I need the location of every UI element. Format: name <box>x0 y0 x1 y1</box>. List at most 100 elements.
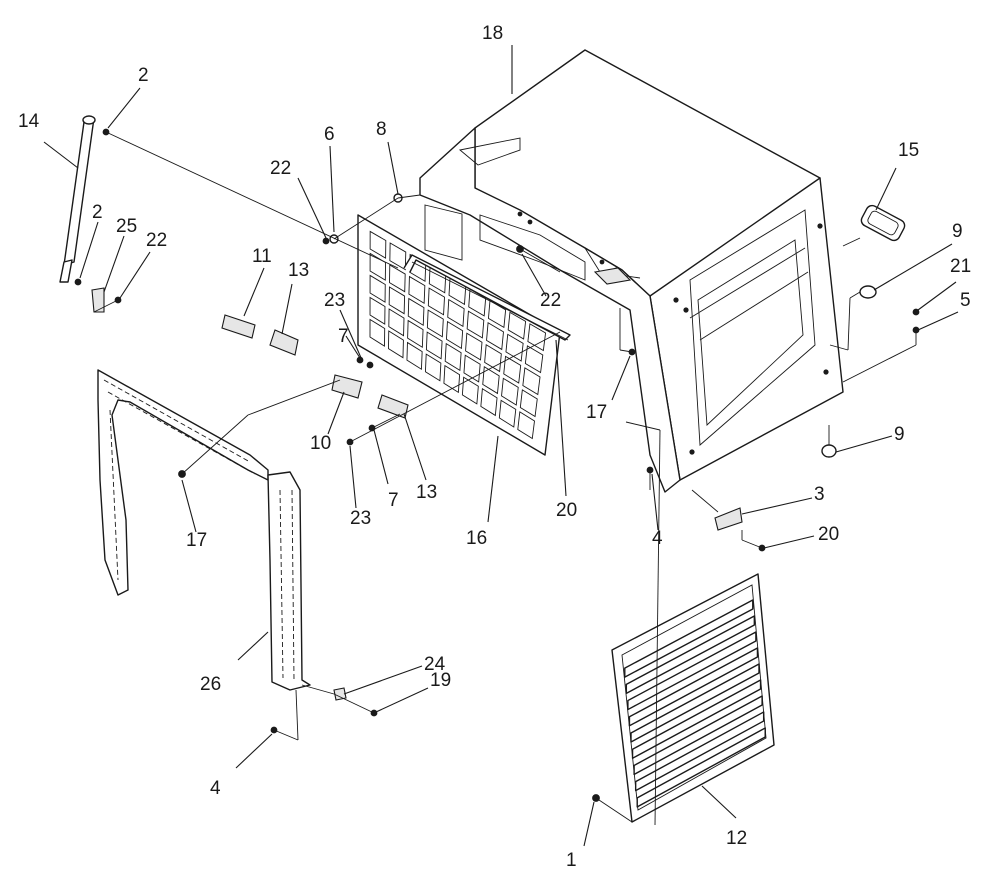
callout-6: 6 <box>324 124 335 145</box>
callout-15: 15 <box>898 140 919 161</box>
grille-cell <box>465 332 483 361</box>
grille-cell <box>369 318 386 347</box>
grille-cell <box>480 388 498 417</box>
callout-10: 10 <box>310 433 331 454</box>
hardware-parts <box>74 128 920 802</box>
grille-cell <box>407 297 425 326</box>
callout-7-upper: 7 <box>338 326 349 347</box>
louver-slat <box>631 679 762 759</box>
grille-cell <box>519 389 538 418</box>
part-15-gasket <box>860 204 906 242</box>
grille-cell <box>425 331 443 360</box>
callout-26: 26 <box>200 674 221 695</box>
grille-cell <box>498 399 517 428</box>
callout-7-lower: 7 <box>388 490 399 511</box>
callout-25: 25 <box>116 216 137 237</box>
callout-13-lower: 13 <box>416 482 437 503</box>
callout-14: 14 <box>18 111 40 132</box>
louver-slat <box>628 647 759 727</box>
grille-cell <box>426 309 444 338</box>
callout-20-right: 20 <box>818 524 839 545</box>
callout-23-upper: 23 <box>324 290 345 311</box>
grille-cell <box>369 274 386 303</box>
grille-cell <box>388 330 404 359</box>
part-26-side-frame <box>97 369 311 691</box>
callout-22-right: 22 <box>540 290 561 311</box>
callout-9-lower: 9 <box>894 424 905 445</box>
grille-cell <box>369 296 386 325</box>
grille-cell <box>484 344 502 373</box>
callout-13-upper: 13 <box>288 260 309 281</box>
grille-cell <box>524 345 544 374</box>
grille-cell <box>406 341 423 371</box>
callout-4-right: 4 <box>652 528 663 549</box>
grille-cell <box>463 354 481 383</box>
grille-cell <box>443 364 461 394</box>
callout-20-left: 19 <box>430 670 451 691</box>
grille-cell <box>369 230 387 259</box>
part-13-hinge-upper <box>269 329 299 356</box>
grille-cell <box>503 355 522 384</box>
part-9-bumper-lower <box>821 444 837 458</box>
part-3-latch <box>714 507 743 531</box>
grille-cell <box>505 333 524 362</box>
louver-slat <box>627 631 757 711</box>
grille-cell <box>527 323 547 352</box>
louver-slat <box>636 727 766 808</box>
callout-11: 11 <box>252 246 272 267</box>
part-13-hinge-lower <box>377 394 409 419</box>
grille-cell <box>444 342 462 372</box>
callout-22-left: 22 <box>270 158 291 179</box>
grille-cell <box>389 242 407 271</box>
part-18-enclosure <box>419 49 844 493</box>
grille-cell <box>522 367 541 396</box>
part-10-hinge <box>331 374 363 399</box>
callout-2-mid: 2 <box>92 202 103 223</box>
callout-leaders <box>43 45 959 847</box>
part-11-hinge <box>221 314 256 339</box>
part-12-louvered-panel <box>611 573 775 823</box>
grille-cell <box>408 275 426 304</box>
callout-18: 18 <box>482 23 503 44</box>
grille-cell <box>486 322 504 351</box>
grille-cell <box>447 298 465 328</box>
callout-17-left: 17 <box>186 530 207 551</box>
louver-slat <box>633 695 763 776</box>
part-19-rod <box>403 254 571 341</box>
callout-21: 21 <box>950 256 971 277</box>
callout-17-right: 17 <box>586 402 607 423</box>
part-25-bracket <box>91 287 105 313</box>
callout-23-lower: 23 <box>350 508 371 529</box>
callout-5: 5 <box>960 290 971 311</box>
callout-12: 12 <box>726 828 747 849</box>
callout-24: 24 <box>424 654 446 675</box>
grille-cell <box>487 300 507 329</box>
callout-labels: 18 2 14 6 8 15 22 2 25 22 9 11 13 21 23 … <box>18 23 971 871</box>
grille-cell <box>389 264 406 293</box>
part-9-bumper-upper <box>859 285 877 299</box>
callout-22-strut: 22 <box>146 230 167 251</box>
grille-cell <box>424 353 442 382</box>
callout-8: 8 <box>376 119 387 140</box>
grille-cell <box>466 310 485 339</box>
grille-cell <box>388 308 405 337</box>
grille-cell <box>445 320 464 350</box>
callout-19: 20 <box>556 500 577 521</box>
assembly-lines <box>93 131 917 826</box>
grille-cell <box>517 411 535 440</box>
part-14-gas-strut <box>59 115 96 283</box>
grille-cell <box>482 366 500 395</box>
callout-4-left: 4 <box>210 778 221 799</box>
grille-cell <box>388 286 406 315</box>
louver-slat <box>634 711 765 792</box>
callout-16: 16 <box>466 528 487 549</box>
grille-cell <box>507 311 527 340</box>
callout-1: 1 <box>566 850 577 871</box>
grille-cell <box>427 287 445 316</box>
callout-3: 3 <box>814 484 825 505</box>
grille-cell <box>461 376 479 405</box>
grille-cell <box>501 377 519 406</box>
louver-slat <box>630 663 760 743</box>
louver-slat <box>625 615 756 695</box>
